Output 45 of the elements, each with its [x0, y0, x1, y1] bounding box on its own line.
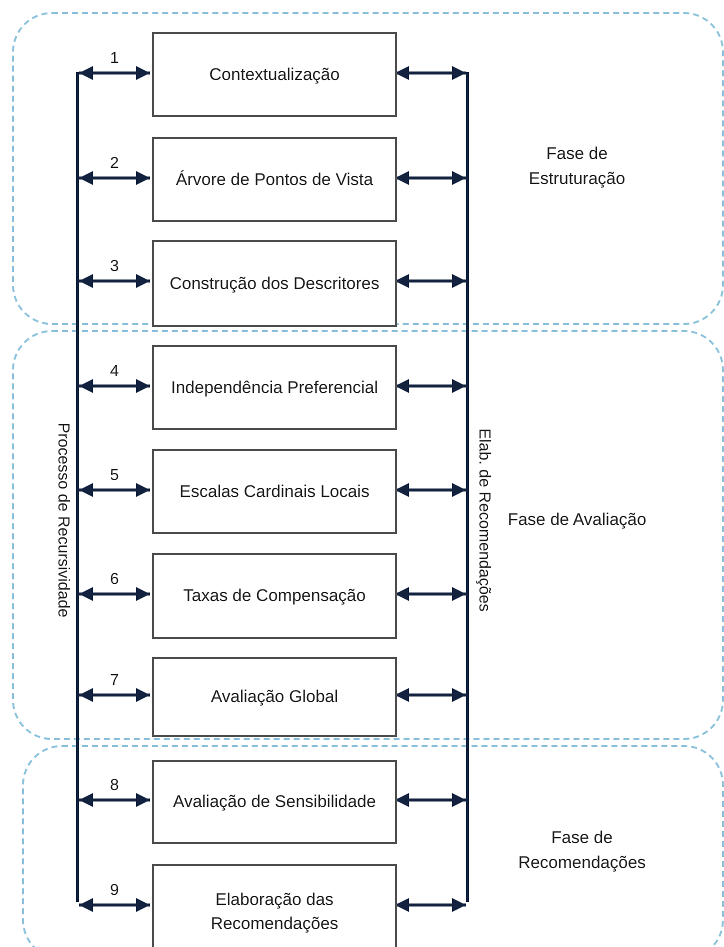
double-arrow [395, 379, 466, 393]
phase-region [22, 745, 724, 947]
step-label: Independência Preferencial [171, 376, 378, 399]
double-arrow [79, 379, 150, 393]
step-label: Avaliação de Sensibilidade [173, 791, 376, 814]
process-box [152, 657, 397, 737]
double-arrow [395, 688, 466, 702]
double-arrow [79, 688, 150, 702]
double-arrow [395, 274, 466, 288]
double-arrow [395, 483, 466, 497]
process-box [152, 345, 397, 430]
double-arrow [395, 898, 466, 912]
step-label: Escalas Cardinais Locais [180, 480, 370, 503]
step-label: Construção dos Descritores [170, 272, 380, 295]
step-label: Avaliação Global [210, 686, 338, 708]
step-label: Elaboração das Recomendações [210, 888, 340, 935]
process-box [152, 760, 397, 844]
double-arrow [79, 274, 150, 288]
step-label: Contextualização [209, 64, 340, 86]
double-arrow [79, 898, 150, 912]
vertical-label: Elab. de Recomendações [474, 428, 492, 612]
double-arrow [395, 793, 466, 807]
double-arrow [395, 171, 466, 185]
phase-label: Fase de Recomendações [517, 826, 647, 874]
phase-label: Fase de Avaliação [506, 509, 648, 531]
step-label: Taxas de Compensação [183, 585, 366, 608]
process-box [152, 864, 397, 947]
double-arrow [79, 587, 150, 601]
vertical-label: Processo de Recursividade [52, 422, 71, 618]
process-box [152, 32, 397, 117]
double-arrow [395, 66, 466, 80]
process-box [152, 240, 397, 327]
double-arrow [395, 587, 466, 601]
process-box [152, 137, 397, 222]
step-label: Árvore de Pontos de Vista [176, 168, 374, 191]
double-arrow [79, 793, 150, 807]
process-box [152, 449, 397, 534]
double-arrow [79, 66, 150, 80]
double-arrow [79, 171, 150, 185]
vertical-bar [76, 72, 79, 902]
phase-label: Fase de Estruturação [528, 142, 626, 190]
process-box [152, 553, 397, 639]
vertical-bar [466, 72, 469, 902]
phase-region [12, 12, 724, 325]
double-arrow [79, 483, 150, 497]
